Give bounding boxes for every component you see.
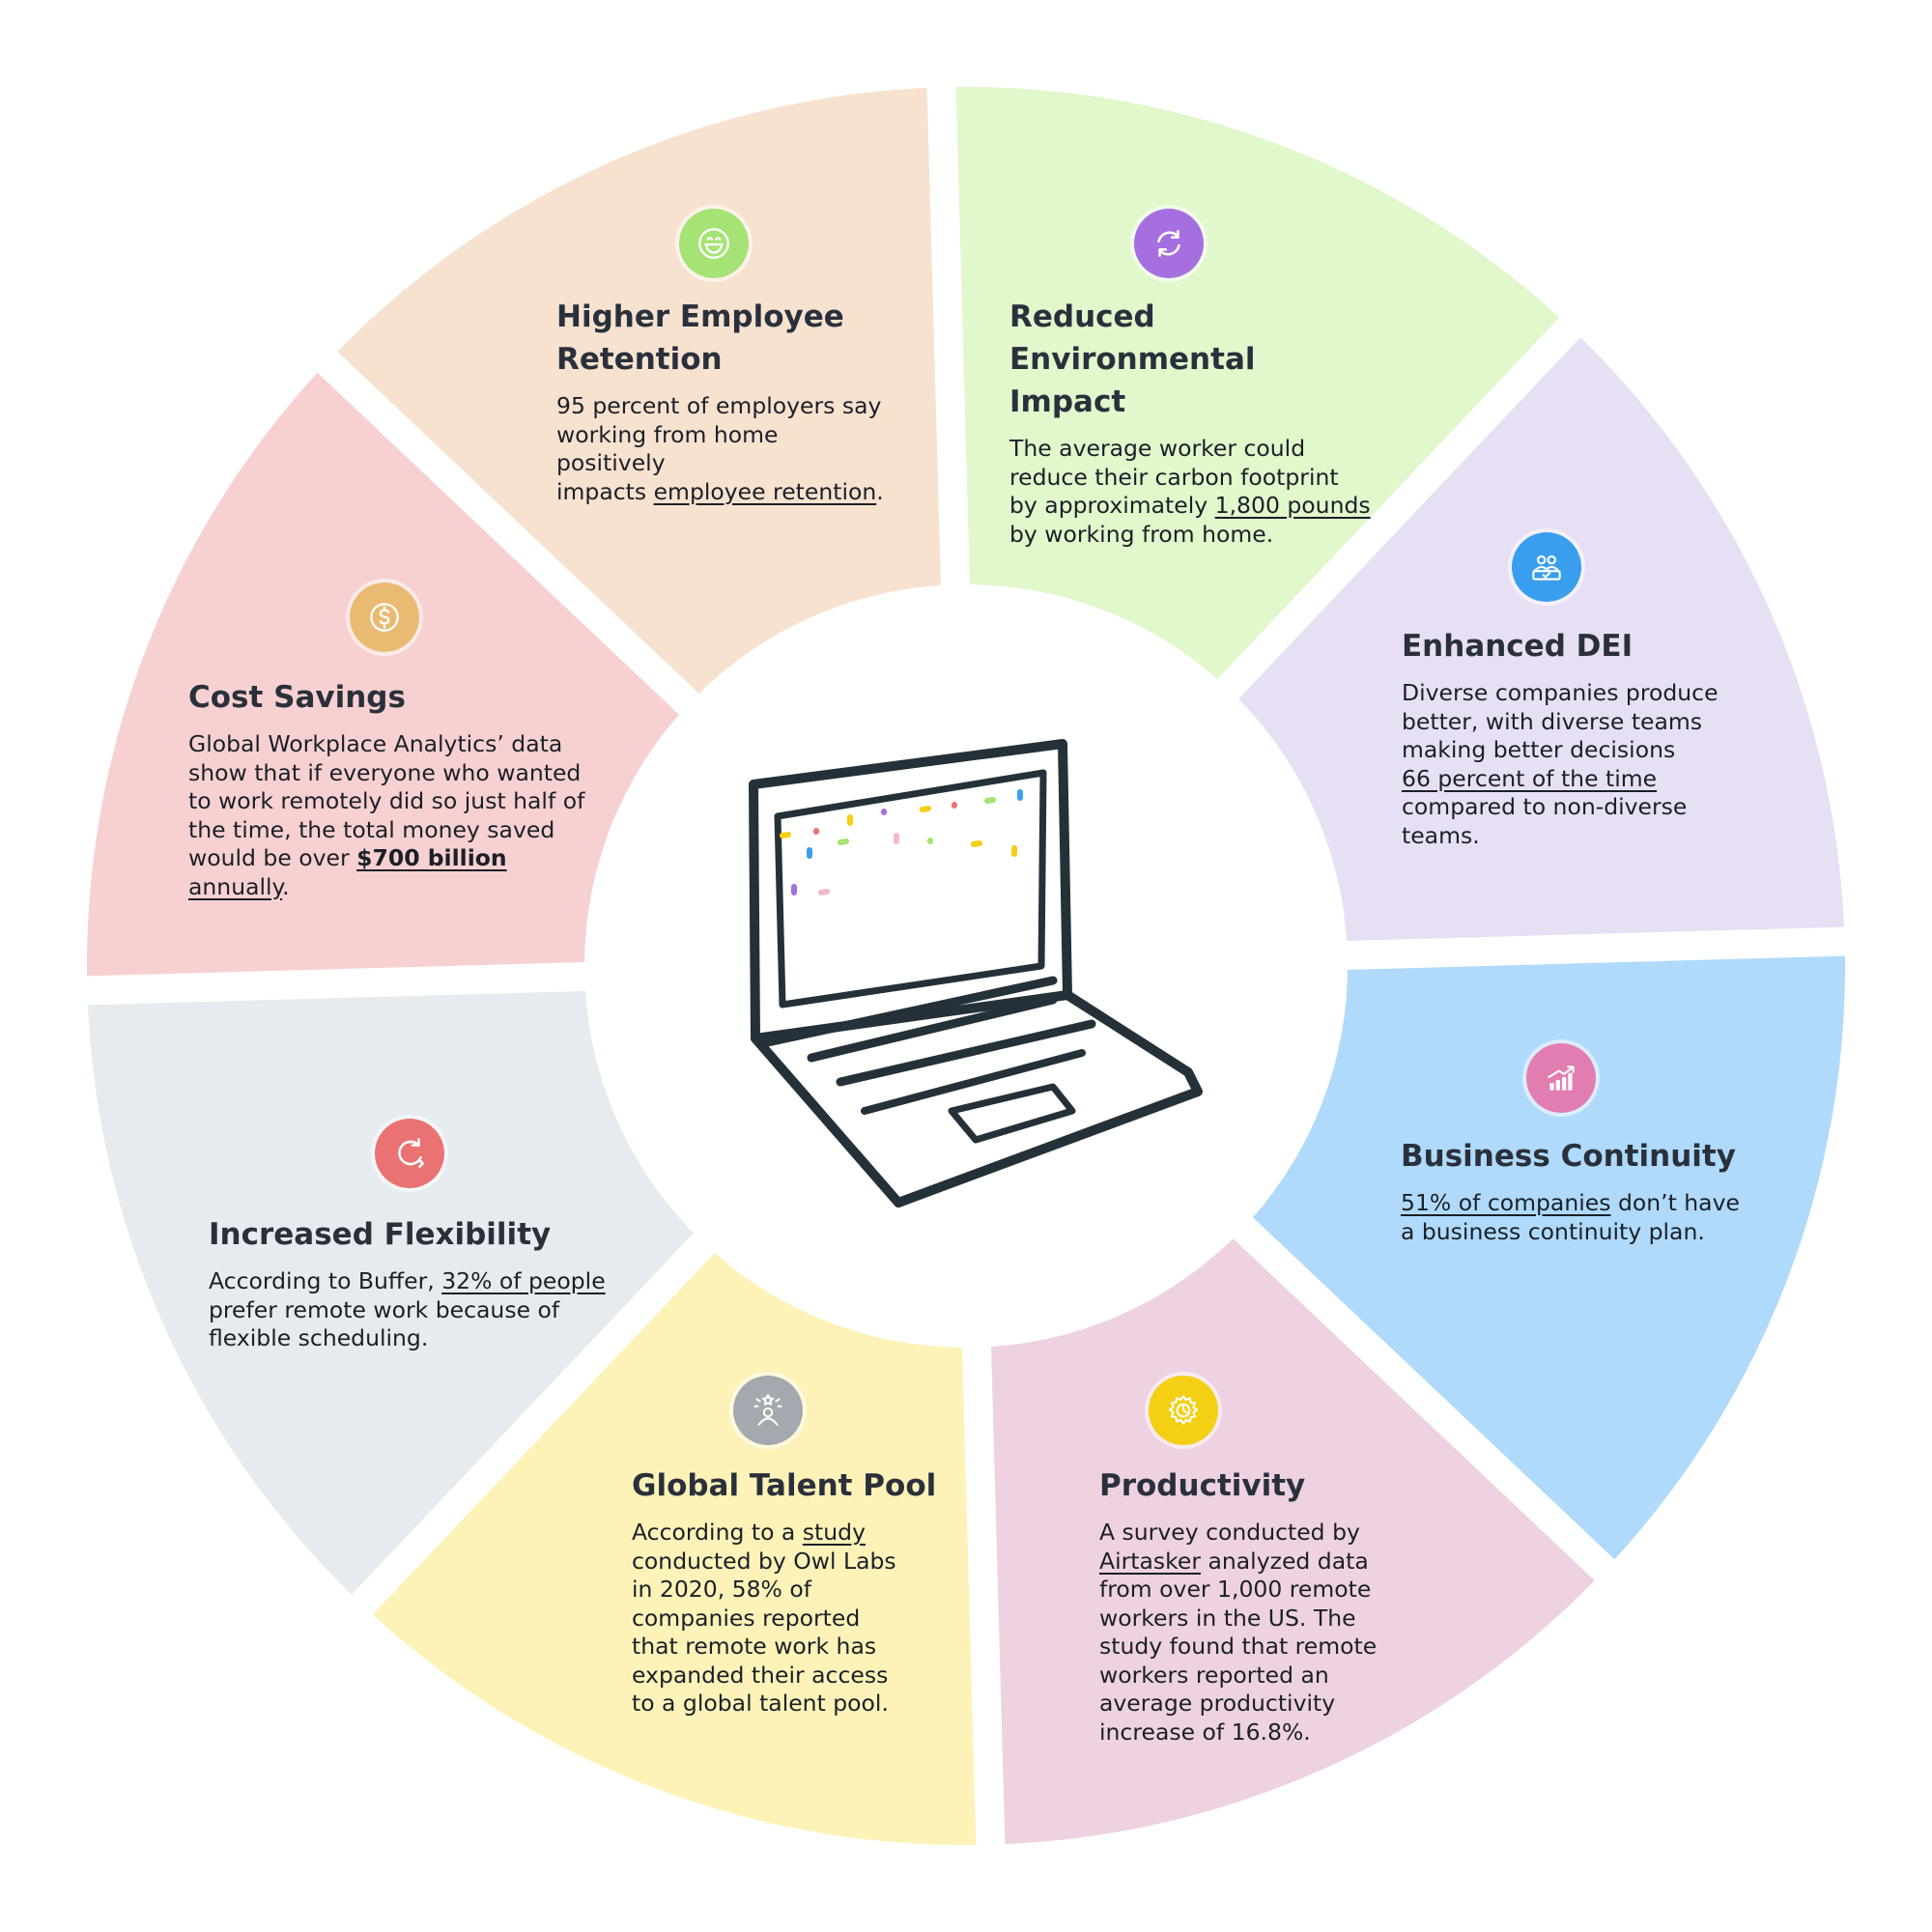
growth-chart-icon [1526, 1043, 1596, 1113]
segment-title: Cost Savings [188, 680, 406, 715]
segment-description: 51% of companies don’t have a business c… [1401, 1189, 1740, 1245]
diverse-teams-link[interactable]: 66 percent of the time [1402, 764, 1658, 792]
segment-cost [337, 87, 941, 694]
laptop-icon [749, 739, 1203, 1208]
segment-cost-text: Cost Savings Global Workplace Analytics’… [188, 676, 594, 901]
dollar-coin-icon [350, 582, 419, 652]
segment-description: 95 percent of employers say working from… [556, 392, 884, 505]
segment-flexibility-text: Increased Flexibility According to Buffe… [209, 1213, 614, 1353]
segment-description: Global Workplace Analytics’ data show th… [188, 730, 585, 900]
segment-dei-text: Enhanced DEI Diverse companies produce b… [1402, 625, 1749, 850]
segment-title: Enhanced DEI [1402, 629, 1634, 664]
airtasker-link[interactable]: Airtasker [1099, 1547, 1202, 1575]
segment-talent-text: Global Talent Pool According to a study … [632, 1464, 951, 1719]
diverse-people-icon [1512, 532, 1581, 602]
recycle-arrows-icon [1134, 209, 1204, 278]
owl-labs-study-link[interactable]: study [802, 1519, 866, 1546]
employee-retention-link[interactable]: employee retention [653, 477, 877, 505]
carbon-footprint-link[interactable]: 1,800 pounds [1214, 492, 1371, 519]
segment-continuity [991, 1238, 1595, 1845]
cost-savings-link-cont[interactable]: annually [188, 872, 283, 900]
segment-description: The average worker could reduce their ca… [1009, 435, 1371, 548]
segment-description: According to a study conducted by Owl La… [632, 1519, 896, 1717]
gear-clock-icon [1149, 1376, 1218, 1445]
segment-productivity-text: Productivity A survey conducted by Airta… [1099, 1464, 1428, 1747]
segment-title: Business Continuity [1401, 1139, 1736, 1174]
segment-continuity-text: Business Continuity 51% of companies don… [1401, 1135, 1768, 1246]
star-person-icon [733, 1376, 803, 1445]
cost-savings-link[interactable]: $700 billion [356, 844, 507, 871]
buffer-stat-link[interactable]: 32% of people [441, 1267, 606, 1294]
circular-arrow-icon [375, 1119, 444, 1188]
segment-description: Diverse companies produce better, with d… [1402, 679, 1719, 849]
segment-productivity [372, 1253, 977, 1846]
segment-retention [955, 87, 1560, 679]
segment-description: A survey conducted by Airtasker analyzed… [1099, 1519, 1378, 1746]
segment-environment [1238, 337, 1845, 941]
segment-title: Productivity [1099, 1468, 1306, 1503]
segment-talent [87, 991, 694, 1595]
continuity-plan-link[interactable]: 51% of companies [1401, 1189, 1611, 1216]
segment-title: Increased Flexibility [209, 1217, 552, 1252]
segment-flexibility [87, 372, 679, 977]
segment-description: According to Buffer, 32% of people prefe… [209, 1267, 606, 1351]
segment-title: Global Talent Pool [632, 1468, 937, 1503]
smiley-face-icon [679, 209, 749, 278]
segment-dei [1253, 955, 1846, 1560]
